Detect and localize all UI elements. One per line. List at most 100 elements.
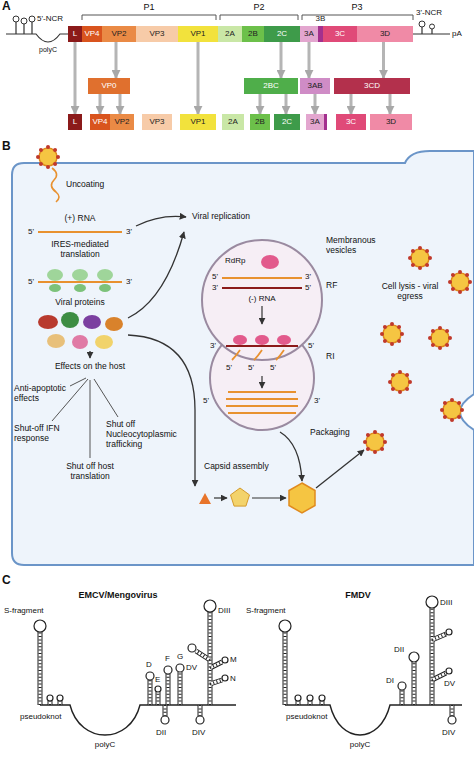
virion [448,270,472,294]
annotation-label: 5' [305,283,311,292]
protein-segment: 3D [370,114,412,130]
protein-segment: 2B [242,26,264,42]
rna-stem [40,608,452,716]
polyprotein-bracket [82,15,413,20]
protein-segment: VP3 [142,114,172,130]
protein-segment: 2A [222,114,244,130]
stem-loop [21,18,27,24]
annotation-label: 5' [248,363,254,372]
protein-segment: 2A [218,26,242,42]
segment-label: VP0 [101,82,116,90]
viral-protein [105,317,123,331]
protein-segment: VP1 [180,114,216,130]
annotation-label: DI [386,676,394,685]
flow-arrow [136,216,186,226]
annotation-label: 3' [314,396,320,405]
protein-segment: 3A [306,114,324,130]
annotation-label: DIV [192,728,205,737]
annotation-label: 3' [126,277,132,286]
annotation-label: 5' [28,277,34,286]
rna-loop [188,644,196,652]
ribosome [74,284,86,292]
annotation-label: G [177,652,183,661]
segment-label: 3B [316,15,326,23]
cleavage-arrow [308,42,311,78]
rdrp [233,335,247,345]
protein-segment: 3CD [334,78,410,94]
annotation-label: E [155,675,160,684]
protein-segment: VP2 [102,26,136,42]
capsid-pentamer [231,488,250,506]
ribosome [97,269,113,281]
protein-segment: 2C [274,114,300,130]
ribosome [47,269,63,281]
viral-rna [51,168,59,202]
annotation-label: P1 [143,2,154,12]
rna-loop [295,695,301,701]
segment-label: 3D [386,118,396,126]
annotation-label: RF [326,281,337,291]
virion [36,145,60,169]
rna-loop [196,716,204,724]
annotation-label: P3 [351,2,362,12]
rna-loop [57,695,63,701]
segment-label: VP2 [111,30,126,38]
protein-segment: 3A [300,26,318,42]
cleavage-arrow [74,42,77,114]
plus-strand [222,277,302,279]
rna-loop [279,620,291,632]
viral-protein [47,334,65,348]
protein-segment: 2C [264,26,300,42]
stem-loop [29,16,35,22]
annotation-label: 5' [212,272,218,281]
segment-label: 2B [255,118,265,126]
flow-arrow [128,232,184,318]
rna-loop [409,652,419,662]
membranous-vesicle [202,240,322,360]
rna-loop [161,716,169,724]
segment-label: 2B [248,30,258,38]
segment-label: 3D [380,30,390,38]
rna-loop [164,666,172,674]
rna-loop [47,695,53,701]
ribosome [99,284,111,292]
rna-loop [319,695,325,701]
annotation-label: pseudoknot [20,712,61,721]
annotation-label: DIII [218,606,230,615]
segment-label: VP4 [92,118,107,126]
annotation-label: S-fragment [4,606,44,615]
annotation-label: Cell lysis - viral egress [374,282,446,302]
protein-segment: L [68,114,82,130]
rna-loop [448,716,456,724]
rna-backbone [40,705,462,735]
annotation-label: IRES-mediated translation [40,240,120,260]
annotation-label: Membranous vesicles [326,236,386,256]
annotation-label: Packaging [310,428,350,438]
protein-segment: 2B [250,114,270,130]
segment-label: 2C [282,118,292,126]
protein-segment: VP2 [110,114,134,130]
annotation-label: DII [394,645,404,654]
flow-arrow [89,351,90,358]
plus-strand [232,350,284,360]
annotation-label: (-) RNA [248,294,275,303]
viral-protein [83,315,101,329]
segment-label: 3AB [307,82,322,90]
segment-label: 2A [225,30,235,38]
protein-segment: 2BC [244,78,298,94]
segment-label: 3C [335,30,345,38]
panel-heading: EMCV/Mengovirus [78,590,157,600]
rna-loop [146,672,154,680]
annotation-label: RdRp [225,256,245,265]
rdrp [277,335,291,345]
annotation-label: P2 [253,2,264,12]
annotation-label: Viral replication [192,212,250,222]
virion [363,430,387,454]
panel-heading: FMDV [345,590,371,600]
cleavage-arrow [197,42,200,114]
flow-arrow [261,306,262,324]
segment-label: 3CD [364,82,380,90]
rna-stem [40,608,452,716]
protein-segment: VP4 [90,114,110,130]
cleavage-arrow [285,94,288,114]
